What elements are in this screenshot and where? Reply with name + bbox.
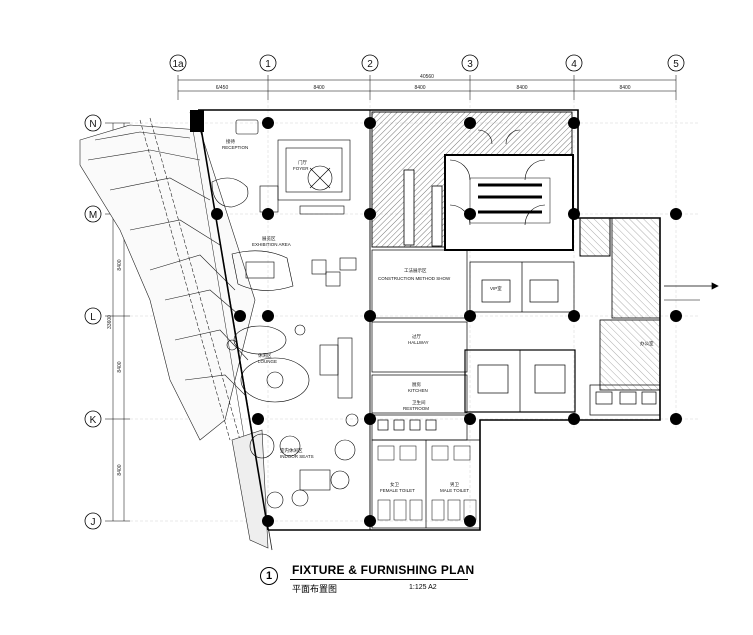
label-indoor-cn: 室内休闲区 — [280, 447, 303, 454]
label-construction-en: CONSTRUCTION METHOD SHOW — [378, 276, 451, 281]
drawing-scale: 1:125 A2 — [409, 584, 437, 591]
structural-columns — [190, 110, 682, 527]
label-male-cn: 男卫 — [450, 482, 459, 488]
grid-label-J: J — [91, 517, 96, 528]
grid-label-K: K — [90, 415, 97, 426]
slanted-facade — [79, 109, 273, 551]
label-indoor-en: INDOOR SEATS — [280, 454, 314, 459]
grid-label-3: 3 — [467, 59, 473, 70]
dim-span-top-4: 8400 — [619, 85, 630, 91]
label-reception-en: RECEPTION — [222, 145, 248, 150]
label-hallway-en: HALLWAY — [408, 340, 429, 345]
label-exhibition-cn: 展览区 — [262, 235, 276, 242]
dim-span-top-3: 8400 — [516, 85, 527, 91]
label-reception-cn: 接待 — [226, 138, 235, 145]
grid-bubble-1a — [169, 54, 187, 72]
grid-label-1: 1 — [265, 59, 271, 70]
drawing-title-block: 1 FIXTURE & FURNISHING PLAN 平面布置图 1:125 … — [260, 563, 480, 603]
label-kitchen-en: KITCHEN — [408, 388, 428, 393]
label-foyer-cn: 门厅 — [298, 159, 307, 166]
dim-span-left-1: 8400 — [117, 259, 123, 270]
title-underline — [290, 579, 468, 580]
grid-label-M: M — [89, 210, 97, 221]
grid-label-4: 4 — [571, 59, 577, 70]
dim-span-left-2: 8400 — [117, 361, 123, 372]
label-male-en: MALE TOILET — [440, 488, 469, 493]
drawing-title: FIXTURE & FURNISHING PLAN — [292, 563, 475, 577]
label-exhibition-en: EXHIBITION AREA — [252, 242, 291, 247]
label-restroom-cn: 卫生间 — [412, 399, 426, 406]
dim-span-left-3: 8400 — [117, 464, 123, 475]
dim-span-top-2: 8400 — [414, 85, 425, 91]
dim-total-left: 33600 — [107, 315, 113, 329]
label-lounge-en: LOUNGE — [258, 359, 277, 364]
label-hallway-cn: 过厅 — [412, 333, 421, 340]
drawing-subtitle: 平面布置图 — [292, 585, 338, 595]
room-labels: 接待 RECEPTION 门厅 FOYER 展览区 EXHIBITION ARE… — [222, 138, 654, 493]
label-vip: VIP室 — [490, 285, 502, 291]
grid-label-L: L — [90, 312, 96, 323]
drawing-number: 1 — [260, 567, 278, 585]
dim-total-top: 40560 — [420, 74, 434, 80]
column-grid: 1a 1 2 3 4 5 40560 6/450 8400 8400 8400 … — [169, 54, 685, 100]
dim-span-top-1: 8400 — [313, 85, 324, 91]
label-restroom-en: RESTROOM — [403, 406, 429, 411]
label-kitchen-cn: 厨房 — [412, 381, 421, 388]
label-female-en: FEMALE TOILET — [380, 488, 415, 493]
dim-span-top-0: 6/450 — [216, 85, 229, 91]
right-rooms — [371, 249, 719, 529]
label-construction-cn: 工法展示区 — [404, 267, 427, 274]
label-office: 办公室 — [640, 340, 654, 347]
foyer-area — [211, 119, 351, 215]
exhibition-area — [226, 250, 359, 509]
label-lounge-cn: 休闲区 — [258, 352, 272, 359]
grid-label-1a: 1a — [172, 59, 184, 70]
service-core — [371, 111, 661, 391]
label-foyer-en: FOYER — [293, 166, 309, 171]
grid-label-N: N — [89, 119, 96, 130]
grid-label-5: 5 — [673, 59, 679, 70]
grid-label-2: 2 — [367, 59, 373, 70]
row-grid: N M L K J 33600 7600 8400 8400 8400 — [84, 114, 130, 530]
label-female-cn: 女卫 — [390, 481, 399, 488]
